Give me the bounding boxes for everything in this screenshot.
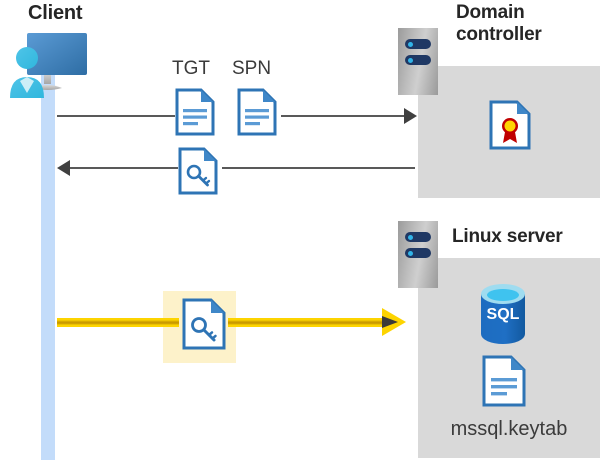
request-line-right [281,115,414,117]
sql-database-label: SQL [487,306,520,323]
tgt-document-icon [175,88,215,136]
client-title: Client [28,2,83,24]
server-bay-icon [405,39,431,49]
request-arrowhead-icon [404,108,417,124]
key-document-icon [178,147,218,195]
keytab-document-icon [482,355,526,407]
domain-controller-server-icon [398,28,438,95]
response-line-right [222,167,415,169]
client-computer-icon [6,26,90,98]
spn-label: SPN [232,58,272,79]
server-led-icon [408,250,413,256]
certificate-document-icon [489,100,531,150]
response-line-left [68,167,178,169]
client-lifeline [41,72,55,460]
domain-controller-title: Domain controller [456,2,542,46]
server-led-icon [408,234,413,240]
request-line-left [57,115,175,117]
sql-database-icon: SQL [478,283,528,345]
server-led-icon [408,41,413,47]
server-led-icon [408,57,413,63]
linux-server-icon [398,221,438,288]
keytab-filename-label: mssql.keytab [450,418,568,440]
service-ticket-line-right [228,318,388,327]
tgt-label: TGT [172,58,210,79]
server-bay-icon [405,248,431,258]
linux-server-title: Linux server [452,226,563,247]
spn-document-icon [237,88,277,136]
server-bay-icon [405,55,431,65]
service-ticket-arrowhead-core-icon [382,316,398,328]
server-bay-icon [405,232,431,242]
service-ticket-line-left [57,318,179,327]
service-ticket-key-document-icon [182,298,226,350]
response-arrowhead-icon [57,160,70,176]
